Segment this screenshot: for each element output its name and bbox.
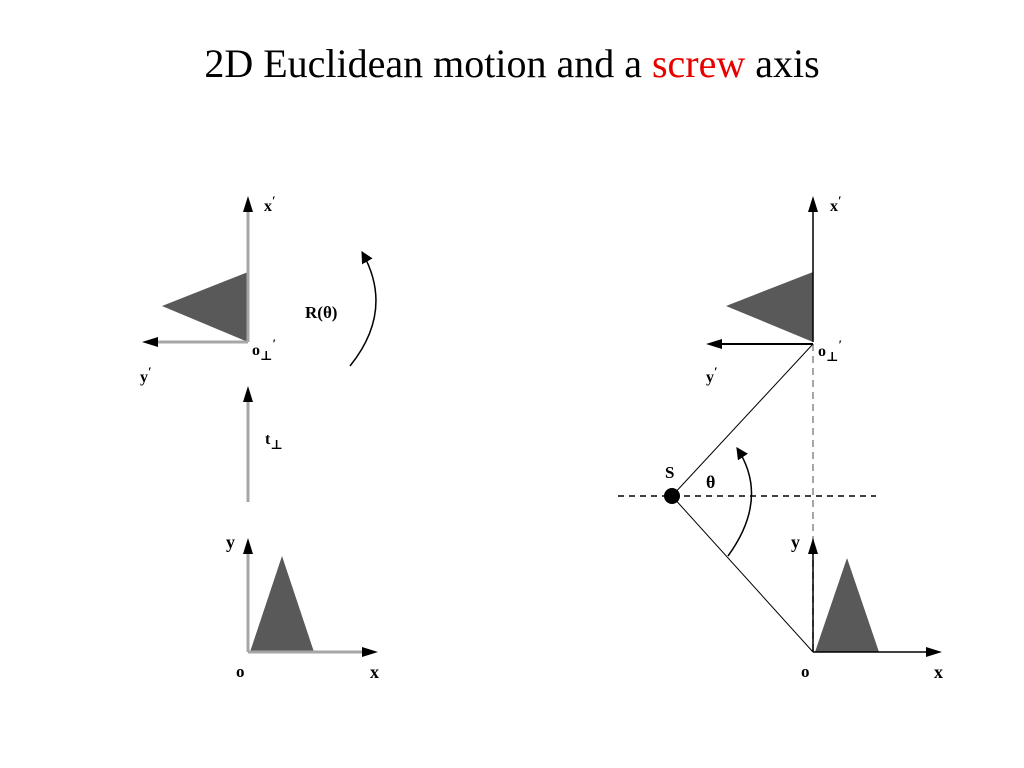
- right-y-prime-arrowhead: [706, 339, 722, 349]
- left-y-label: y: [226, 532, 235, 552]
- left-rotation-arc: [349, 250, 377, 367]
- left-original-triangle: [250, 556, 314, 652]
- left-x-prime-arrowhead: [243, 196, 253, 212]
- left-x-label: x: [370, 662, 379, 682]
- right-x-prime-label: x′: [830, 193, 842, 215]
- right-screw-point-label: S: [665, 463, 674, 482]
- left-y-arrowhead: [243, 538, 253, 554]
- left-figure: x′ y′ o⊥′ R(θ) t⊥ y x o: [140, 193, 379, 682]
- right-original-triangle: [815, 558, 879, 652]
- left-y-prime-arrowhead: [142, 337, 158, 347]
- left-rotation-label: R(θ): [305, 303, 337, 322]
- right-origin-label: o: [801, 662, 810, 681]
- right-angle-arc: [727, 446, 753, 557]
- right-angle-label: θ: [706, 472, 715, 492]
- right-x-label: x: [934, 662, 943, 682]
- left-x-arrowhead: [362, 647, 378, 657]
- right-figure: θ S x′ y′ o⊥′ y x o: [618, 193, 943, 682]
- left-translation-label: t⊥: [265, 431, 283, 452]
- left-translation-arrowhead: [243, 386, 253, 402]
- right-y-arrowhead: [808, 538, 818, 554]
- slide-title: 2D Euclidean motion and a screw axis: [0, 40, 1024, 87]
- right-origin-prime-label: o⊥′: [818, 337, 842, 364]
- left-origin-label: o: [236, 662, 245, 681]
- right-y-label: y: [791, 532, 800, 552]
- title-highlight-word: screw: [651, 41, 746, 86]
- right-transformed-triangle: [726, 272, 813, 342]
- right-y-prime-label: y′: [706, 364, 718, 386]
- title-text-before: 2D Euclidean motion and a: [204, 41, 642, 86]
- right-line-s-to-o: [671, 495, 814, 653]
- right-x-prime-arrowhead: [808, 196, 818, 212]
- left-origin-prime-label: o⊥′: [252, 336, 276, 363]
- left-x-prime-label: x′: [264, 193, 276, 215]
- right-screw-point: [664, 488, 680, 504]
- right-line-s-to-o-prime: [671, 343, 814, 497]
- left-transformed-triangle: [162, 272, 248, 342]
- left-y-prime-label: y′: [140, 364, 152, 386]
- right-x-arrowhead: [926, 647, 942, 657]
- title-text-after: axis: [755, 41, 820, 86]
